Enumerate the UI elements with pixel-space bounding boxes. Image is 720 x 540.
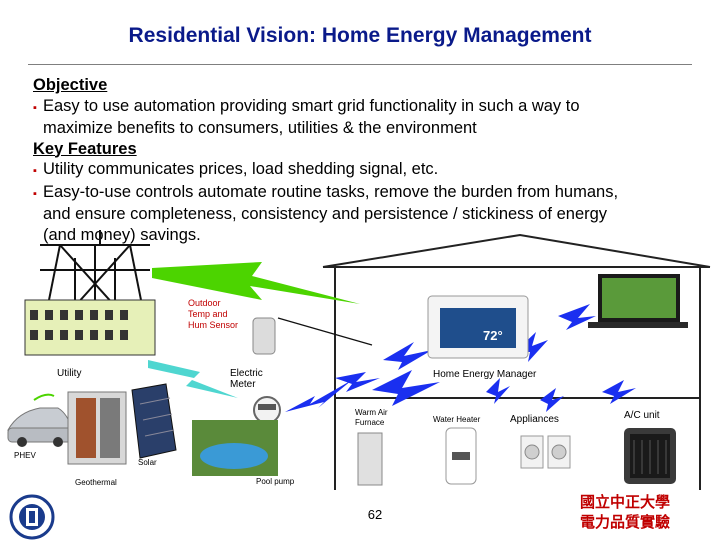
objective-bullet: ▪ Easy to use automation providing smart …: [33, 96, 693, 119]
key-features-heading: Key Features: [33, 139, 137, 158]
slide-body: Objective ▪ Easy to use automation provid…: [33, 75, 693, 245]
thermostat-reading: 72°: [483, 328, 503, 343]
outdoor-sensor-device: [252, 317, 276, 355]
phev-label: PHEV: [14, 451, 36, 460]
label-line: Hum Sensor: [188, 320, 239, 330]
institution-name: 國立中正大學 電力品質實驗: [580, 492, 710, 532]
feature-bullet: ▪ Easy-to-use controls automate routine t…: [33, 182, 693, 205]
electric-meter-label: Electric Meter: [230, 368, 263, 390]
geothermal-icon: [67, 391, 127, 465]
bullet-glyph: ▪: [33, 101, 37, 114]
house-outline: [323, 266, 710, 490]
objective-heading: Objective: [33, 76, 108, 94]
label-line: Meter: [230, 379, 256, 390]
furnace-label: Warm Air Furnace: [355, 408, 388, 428]
solar-panel-icon: [131, 383, 177, 459]
solar-label: Solar: [138, 458, 157, 467]
label-line: Warm Air: [355, 408, 388, 417]
geothermal-label: Geothermal: [75, 478, 117, 487]
house-roof: [322, 233, 711, 268]
pool-icon: [192, 420, 278, 476]
title-divider: [28, 64, 692, 65]
phev-car-icon: [7, 393, 73, 447]
slide-title: Residential Vision: Home Energy Manageme…: [128, 24, 592, 47]
furnace-icon: [357, 432, 383, 486]
utility-building-icon: [24, 299, 156, 356]
label-line: Temp and: [188, 309, 228, 319]
bullet-text: Utility communicates prices, load sheddi…: [43, 160, 439, 178]
bullet-continuation: and ensure completeness, consistency and…: [43, 205, 608, 223]
appliances-label: Appliances: [510, 414, 559, 425]
electric-meter-icon: [253, 396, 281, 424]
label-line: Electric: [230, 368, 263, 379]
label-line: Furnace: [355, 418, 385, 427]
bullet-continuation: maximize benefits to consumers, utilitie…: [43, 119, 477, 137]
institution-line: 電力品質實驗: [580, 513, 671, 531]
label-line: Outdoor: [188, 298, 221, 308]
water-heater-icon: [445, 427, 477, 485]
bullet-text: Easy to use automation providing smart g…: [43, 96, 580, 115]
tv-icon: [588, 274, 688, 328]
institution-line: 國立中正大學: [580, 493, 671, 511]
bullet-continuation: (and money) savings.: [43, 225, 201, 244]
pool-pump-label: Pool pump: [256, 477, 295, 486]
thermostat-icon: [427, 295, 529, 359]
green-signal-icon: [152, 262, 360, 304]
cyan-signal-icon: [148, 360, 238, 398]
ac-unit-icon: [624, 428, 676, 484]
bullet-text: Easy-to-use controls automate routine ta…: [43, 182, 619, 201]
feature-bullet: ▪ Utility communicates prices, load shedd…: [33, 159, 693, 182]
university-logo-icon: [9, 494, 55, 540]
bullet-glyph: ▪: [33, 165, 37, 177]
bullet-glyph: ▪: [33, 187, 37, 200]
outdoor-sensor-label: Outdoor Temp and Hum Sensor: [188, 298, 238, 331]
appliances-icon: [520, 435, 571, 469]
blue-signal-icons: [285, 304, 636, 412]
page-number: 62: [367, 507, 383, 522]
sensor-link: [277, 317, 373, 346]
utility-label: Utility: [57, 368, 82, 379]
water-heater-label: Water Heater: [433, 415, 481, 424]
ac-unit-label: A/C unit: [624, 410, 660, 421]
home-energy-manager-label: Home Energy Manager: [433, 369, 537, 380]
